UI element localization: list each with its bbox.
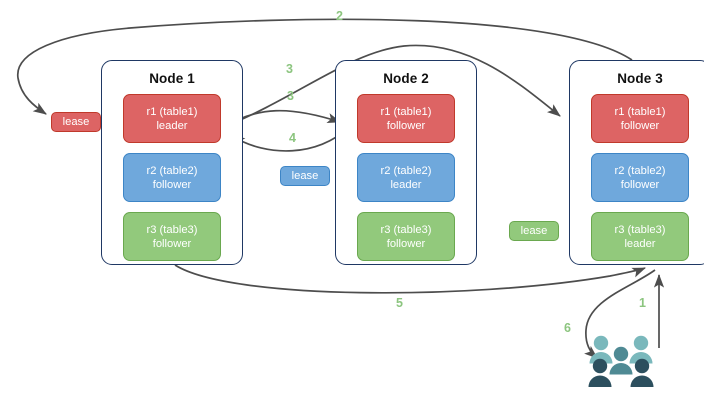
replica-label-line2: follower — [386, 119, 426, 132]
lease-red-badge[interactable]: lease — [51, 112, 101, 132]
replica-n2-r3[interactable]: r3 (table3) follower — [357, 212, 455, 261]
replica-label-line2: follower — [152, 178, 192, 191]
replica-n1-r2[interactable]: r2 (table2) follower — [123, 153, 221, 202]
node-3-title: Node 3 — [617, 71, 663, 86]
node-3-container[interactable]: Node 3 r1 (table1) follower r2 (table2) … — [569, 60, 704, 265]
replica-n3-r1[interactable]: r1 (table1) follower — [591, 94, 689, 143]
step-label-4: 4 — [289, 131, 296, 145]
replica-label-line2: leader — [390, 178, 422, 191]
edge-5-path — [174, 264, 646, 294]
replica-n3-r3[interactable]: r3 (table3) leader — [591, 212, 689, 261]
step-label-6: 6 — [564, 321, 571, 335]
replica-label-line1: r2 (table2) — [146, 164, 198, 177]
replica-label-line1: r3 (table3) — [614, 223, 666, 236]
node-2-container[interactable]: Node 2 r1 (table1) follower r2 (table2) … — [335, 60, 477, 265]
users-front-row — [588, 358, 654, 387]
replica-n2-r2[interactable]: r2 (table2) leader — [357, 153, 455, 202]
replica-label-line2: follower — [386, 237, 426, 250]
replica-label-line1: r1 (table1) — [614, 105, 666, 118]
replica-label-line1: r3 (table3) — [380, 223, 432, 236]
replica-label-line2: follower — [620, 178, 660, 191]
replica-label-line2: follower — [620, 119, 660, 132]
replica-label-line1: r2 (table2) — [614, 164, 666, 177]
step-label-2: 2 — [336, 9, 343, 23]
step-label-5: 5 — [396, 296, 403, 310]
replica-label-line1: r1 (table1) — [146, 105, 198, 118]
replica-label-line1: r2 (table2) — [380, 164, 432, 177]
replica-n2-r1[interactable]: r1 (table1) follower — [357, 94, 455, 143]
replica-label-line1: r3 (table3) — [146, 223, 198, 236]
users-group-icon — [588, 334, 654, 390]
replica-label-line2: leader — [156, 119, 188, 132]
lease-green-badge[interactable]: lease — [509, 221, 559, 241]
replica-label-line2: follower — [152, 237, 192, 250]
node-1-title: Node 1 — [149, 71, 195, 86]
users-group-svg — [588, 335, 654, 387]
step-label-3b: 3 — [287, 89, 294, 103]
step-label-1: 1 — [639, 296, 646, 310]
replica-n1-r1[interactable]: r1 (table1) leader — [123, 94, 221, 143]
step-label-3a: 3 — [286, 62, 293, 76]
replica-label-line2: leader — [624, 237, 656, 250]
users-middle-person — [609, 346, 633, 375]
node-1-container[interactable]: Node 1 r1 (table1) leader r2 (table2) fo… — [101, 60, 243, 265]
node-2-title: Node 2 — [383, 71, 429, 86]
replica-n3-r2[interactable]: r2 (table2) follower — [591, 153, 689, 202]
lease-blue-badge[interactable]: lease — [280, 166, 330, 186]
replica-n1-r3[interactable]: r3 (table3) follower — [123, 212, 221, 261]
replica-label-line1: r1 (table1) — [380, 105, 432, 118]
